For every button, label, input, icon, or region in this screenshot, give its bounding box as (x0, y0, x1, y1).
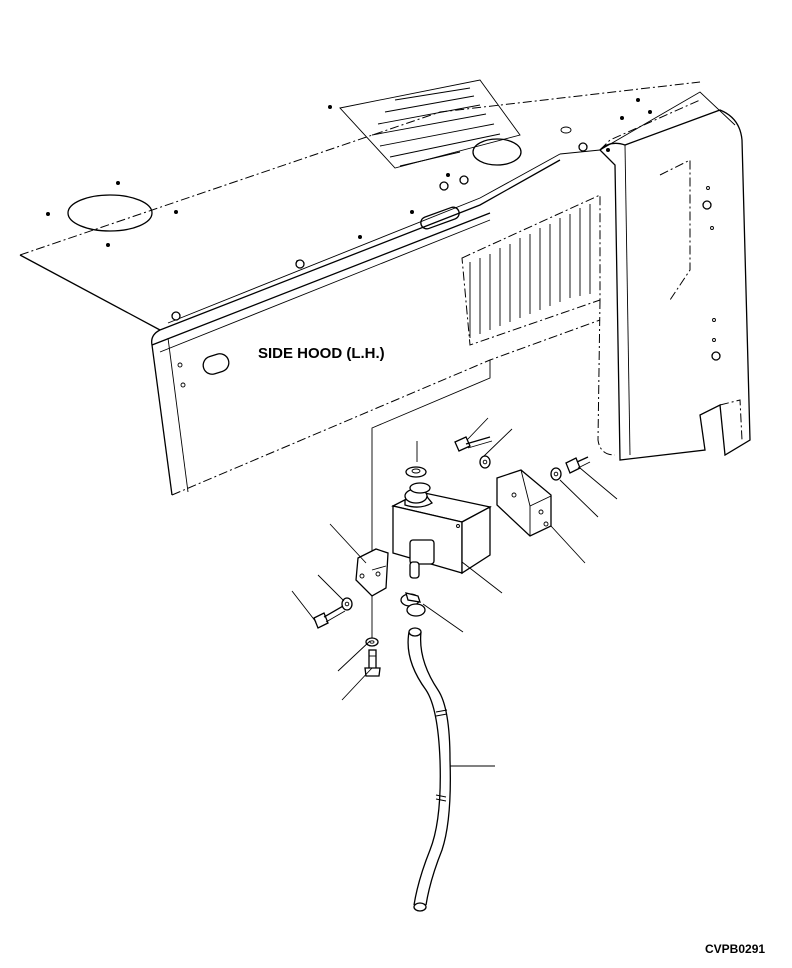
assembly-lines (371, 360, 491, 640)
reservoir-tank (391, 488, 492, 579)
top-grille (371, 87, 501, 167)
bracket-left (355, 548, 389, 597)
drawing-code: CVPB0291 (705, 942, 766, 956)
hood-handle-slot (202, 353, 230, 375)
tank-cap (405, 466, 431, 494)
hose-clamp (400, 592, 426, 617)
washer-lower (365, 637, 379, 647)
washer-left (341, 597, 353, 611)
hood-access-hole (67, 194, 153, 232)
engine-hood-top (19, 79, 736, 331)
hose (407, 627, 451, 912)
rear-cover (597, 109, 751, 461)
side-grille (469, 204, 591, 338)
washer-upper (479, 455, 491, 469)
bolt-lower (364, 649, 381, 677)
leader-lines (291, 417, 618, 767)
washer-right (550, 467, 562, 481)
bracket-right (496, 469, 552, 537)
bolt-right (565, 456, 591, 474)
bolt-left (313, 605, 346, 629)
side-hood-label: SIDE HOOD (L.H.) (258, 345, 385, 362)
bolt-upper (454, 436, 493, 452)
